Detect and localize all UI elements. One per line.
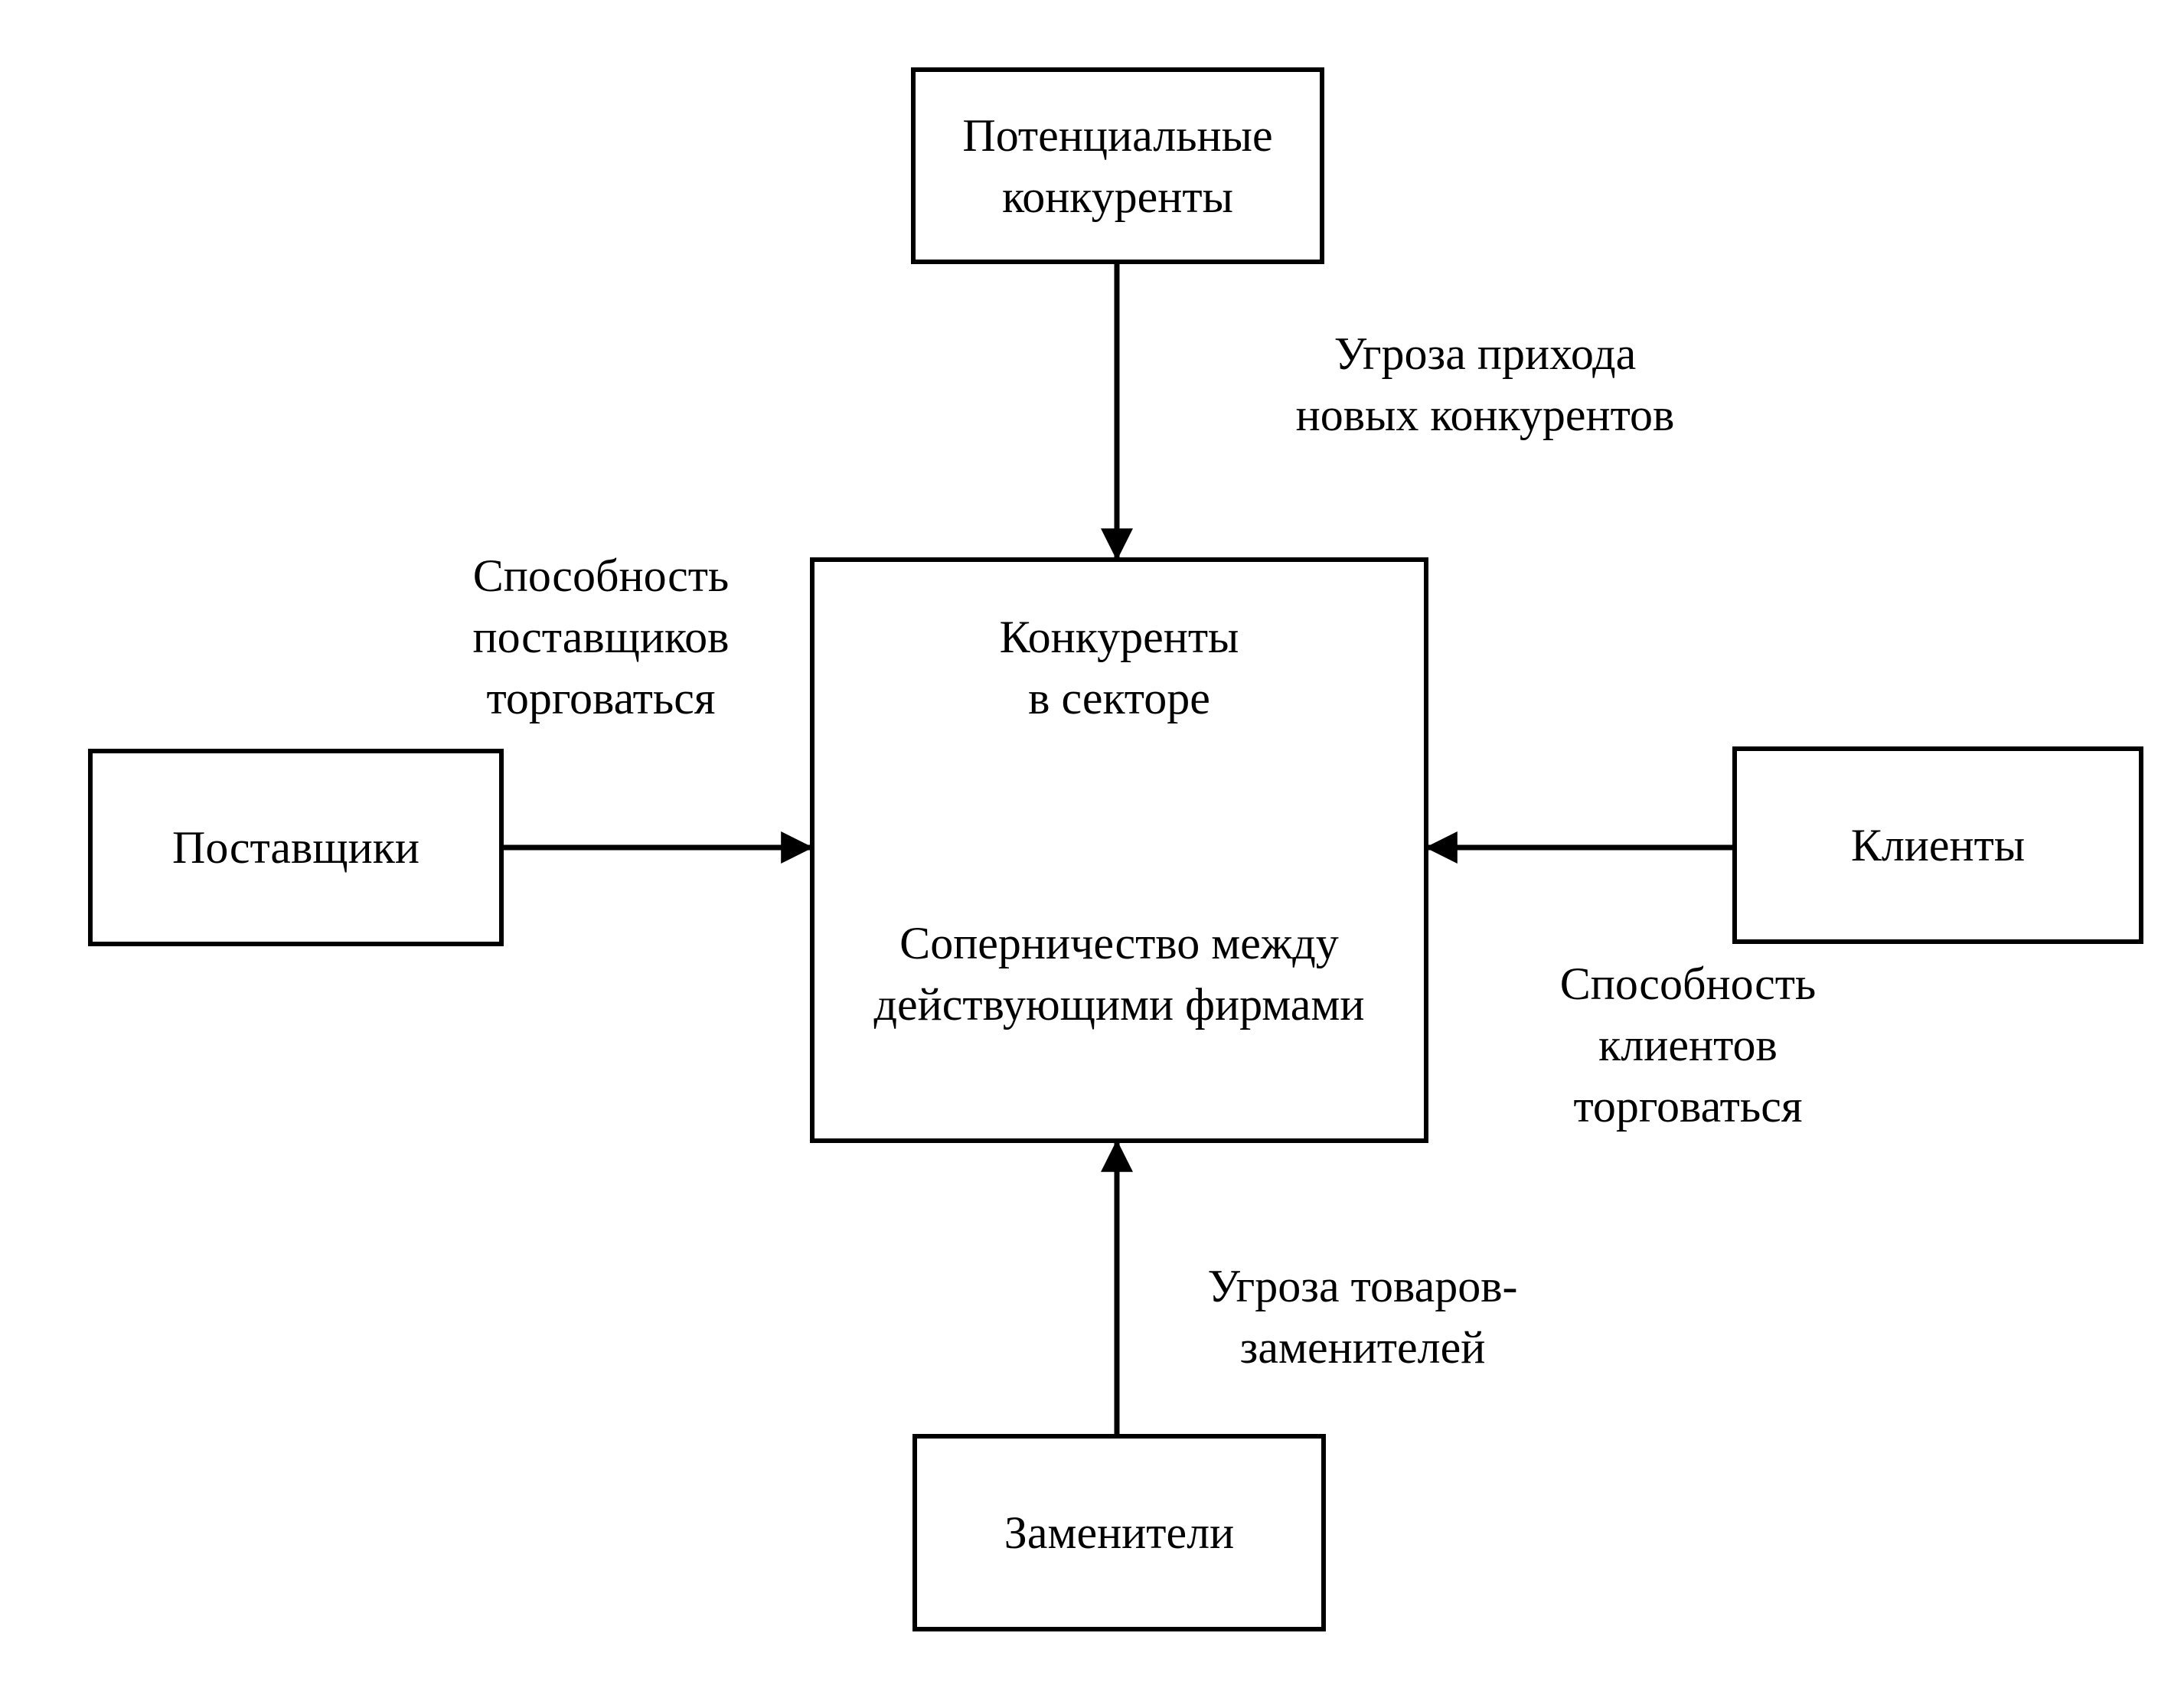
suppliers-box: Поставщики (88, 749, 504, 946)
substitutes-box: Заменители (912, 1434, 1326, 1631)
rivalry-label: Соперничество между действующими фирмами (873, 918, 1365, 1030)
suppliers-label: Поставщики (172, 822, 419, 873)
clients-box: Клиенты (1732, 746, 2143, 944)
potential-competitors-box: Потенциальные конкуренты (911, 67, 1324, 264)
substitutes-label: Заменители (1004, 1507, 1235, 1558)
clients-label: Клиенты (1850, 820, 2026, 870)
potential-competitors-label: Потенциальные конкуренты (962, 109, 1273, 222)
entry-threat-label: Угроза прихода новых конкурентов (1295, 328, 1675, 440)
substitute-threat-label: Угроза товаров- заменителей (1207, 1261, 1518, 1373)
industry-competitors-label: Конкуренты в секторе (999, 612, 1239, 723)
industry-competitors-box: Конкуренты в секторе Соперничество между… (810, 557, 1428, 1143)
supplier-power-label: Способность поставщиков торговаться (472, 550, 730, 723)
client-power-label: Способность клиентов торговаться (1559, 959, 1817, 1132)
